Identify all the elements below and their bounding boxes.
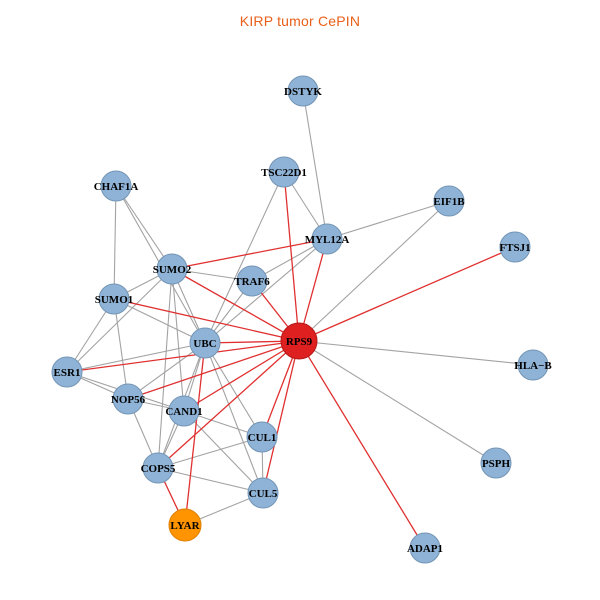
edge-RPS9-TSC22D1	[283, 171, 300, 342]
node-MYL12A: MYL12A	[305, 223, 349, 255]
node-circle-SUMO2	[156, 253, 188, 285]
node-circle-DSTYK	[287, 75, 319, 107]
node-circle-EIF1B	[433, 185, 465, 217]
node-circle-TRAF6	[236, 265, 268, 297]
node-circle-UBC	[189, 327, 221, 359]
edge-LYAR-UBC	[184, 342, 206, 526]
edge-RPS9-CUL5	[262, 340, 300, 494]
node-circle-COPS5	[142, 452, 174, 484]
edge-RPS9-PSPH	[298, 340, 497, 464]
edge-SUMO1-NOP56	[113, 298, 129, 400]
edge-SUMO2-ESR1	[66, 268, 173, 373]
edge-UBC-ESR1	[66, 342, 206, 373]
node-circle-ESR1	[51, 356, 83, 388]
chart-title: KIRP tumor CePIN	[239, 13, 361, 29]
edge-CUL1-COPS5	[157, 436, 263, 469]
node-EIF1B: EIF1B	[433, 185, 465, 217]
edge-RPS9-ADAP1	[298, 340, 426, 549]
node-CUL5: CUL5	[247, 477, 279, 509]
edge-RPS9-NOP56	[127, 340, 300, 400]
node-circle-MYL12A	[311, 223, 343, 255]
edge-SUMO2-COPS5	[157, 268, 173, 469]
node-circle-TSC22D1	[268, 156, 300, 188]
node-RPS9: RPS9	[280, 322, 318, 360]
node-circle-CUL5	[247, 477, 279, 509]
node-FTSJ1: FTSJ1	[499, 231, 531, 263]
node-circle-ADAP1	[409, 532, 441, 564]
node-circle-HLA-B	[517, 349, 549, 381]
node-circle-CAND1	[168, 395, 200, 427]
node-ESR1: ESR1	[51, 356, 83, 388]
edge-RPS9-HLA-B	[298, 340, 534, 366]
node-DSTYK: DSTYK	[284, 75, 322, 107]
edge-SUMO1-UBC	[113, 298, 206, 344]
node-ADAP1: ADAP1	[407, 532, 443, 564]
edge-RPS9-CAND1	[183, 340, 300, 412]
edge-CHAF1A-SUMO2	[115, 185, 173, 270]
edge-RPS9-FTSJ1	[298, 246, 516, 342]
edge-EIF1B-MYL12A	[326, 200, 450, 240]
node-CUL1: CUL1	[246, 421, 278, 453]
edge-UBC-CUL5	[204, 342, 264, 494]
edge-CHAF1A-SUMO1	[113, 185, 117, 300]
node-TSC22D1: TSC22D1	[261, 156, 307, 188]
edge-RPS9-ESR1	[66, 340, 300, 373]
node-circle-CHAF1A	[100, 170, 132, 202]
node-CAND1: CAND1	[165, 395, 203, 427]
node-CHAF1A: CHAF1A	[94, 170, 138, 202]
node-UBC: UBC	[189, 327, 221, 359]
node-circle-NOP56	[112, 383, 144, 415]
edge-RPS9-COPS5	[157, 340, 300, 469]
node-circle-PSPH	[480, 447, 512, 479]
node-LYAR: LYAR	[168, 508, 202, 542]
node-PSPH: PSPH	[480, 447, 512, 479]
node-SUMO2: SUMO2	[153, 253, 192, 285]
edge-RPS9-SUMO1	[113, 298, 300, 342]
node-circle-SUMO1	[98, 283, 130, 315]
edge-COPS5-CUL5	[157, 467, 264, 494]
node-circle-FTSJ1	[499, 231, 531, 263]
edge-RPS9-SUMO2	[171, 268, 300, 342]
edge-SUMO2-CAND1	[171, 268, 185, 412]
edge-UBC-CUL1	[204, 342, 263, 438]
edge-MYL12A-SUMO2	[171, 238, 328, 270]
edge-CAND1-CUL5	[183, 410, 264, 494]
node-circle-CUL1	[246, 421, 278, 453]
node-HLA-B: HLA−B	[514, 349, 552, 381]
edge-MYL12A-UBC	[204, 238, 328, 344]
edge-EIF1B-RPS9	[298, 200, 450, 342]
node-circle-RPS9	[280, 322, 318, 360]
node-circle-LYAR	[168, 508, 202, 542]
node-SUMO1: SUMO1	[95, 283, 133, 315]
edge-DSTYK-MYL12A	[302, 90, 328, 240]
edge-TSC22D1-UBC	[204, 171, 285, 344]
edge-UBC-NOP56	[127, 342, 206, 400]
